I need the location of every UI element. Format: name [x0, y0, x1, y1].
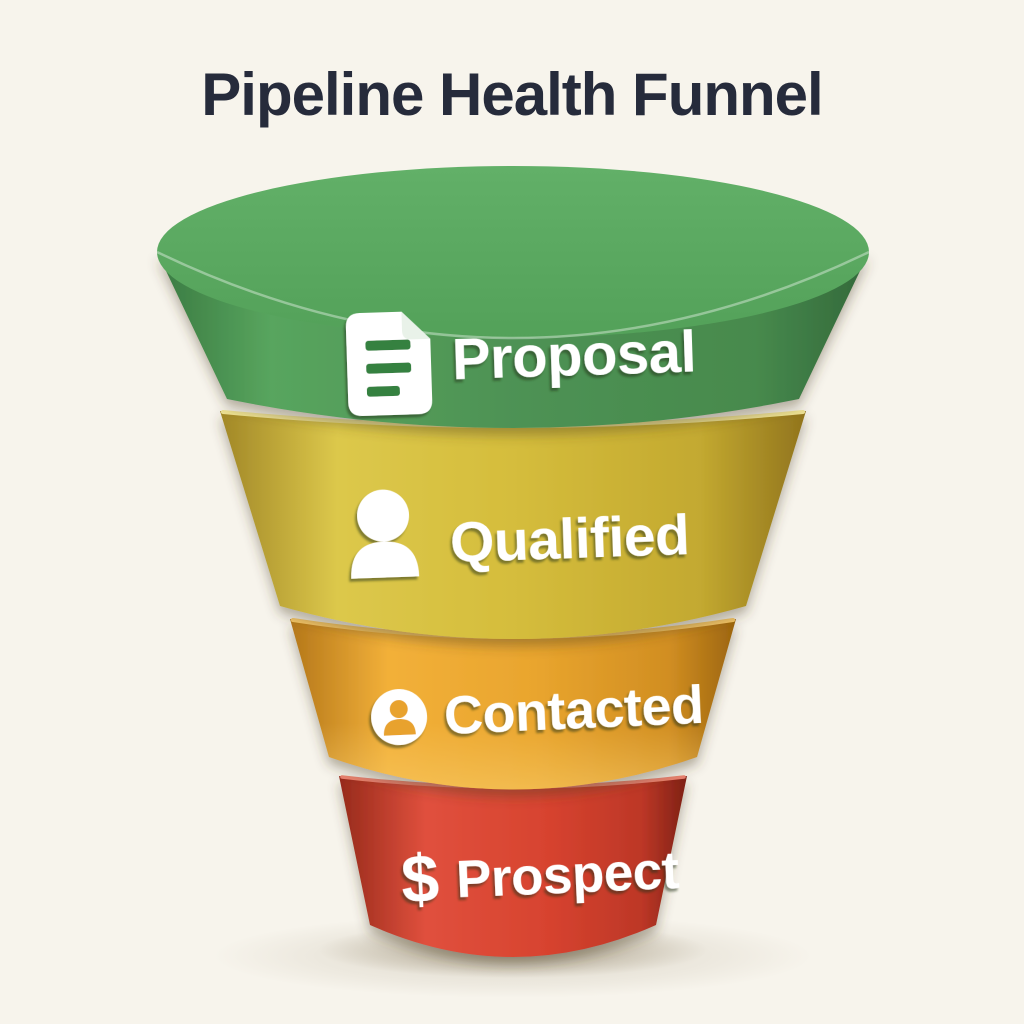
person-icon [351, 489, 420, 579]
funnel-stage-proposal [156, 166, 870, 428]
document-icon [345, 311, 433, 416]
stage-label-qualified: Qualified [449, 503, 690, 575]
page-title: Pipeline Health Funnel [201, 61, 822, 128]
proposal-top-face [157, 166, 869, 338]
dollar-icon: $ [400, 840, 441, 918]
label-group-qualified: Qualified [351, 489, 690, 579]
label-group-proposal: Proposal [345, 311, 697, 416]
funnel-stage-contacted [290, 618, 736, 790]
proposal-ridge-highlight [156, 250, 870, 340]
label-group-prospect: $ Prospect [400, 840, 681, 918]
label-group-contacted: Contacted [371, 675, 705, 746]
stage-label-proposal: Proposal [451, 319, 697, 392]
stage-label-contacted: Contacted [443, 675, 705, 746]
stage-label-prospect: Prospect [455, 841, 680, 910]
person-circle-icon [371, 689, 428, 746]
